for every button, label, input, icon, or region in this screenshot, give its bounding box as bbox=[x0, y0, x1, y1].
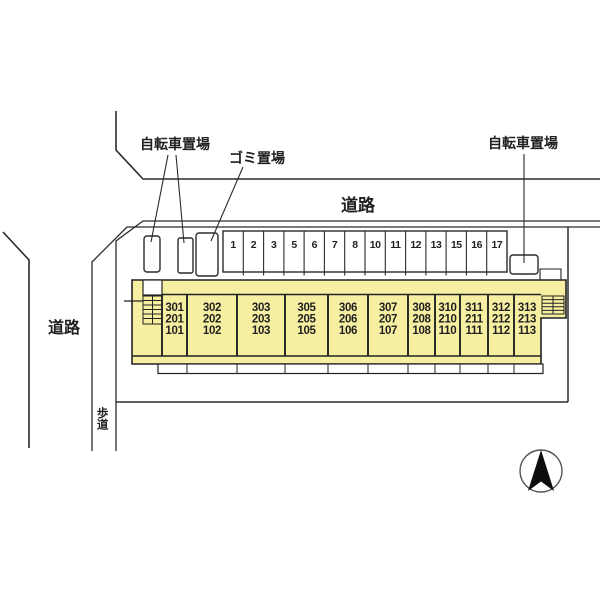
building: 301 201 101 302 202 102 303 203 103 305 … bbox=[124, 268, 567, 375]
room-column: 302 202 102 bbox=[203, 302, 222, 337]
room-label: 201 bbox=[165, 314, 184, 326]
bicycle-parking-label-left: 自転車置場 bbox=[140, 136, 210, 152]
leader-bicycle-left-2 bbox=[175, 154, 185, 244]
room-numbers: 301 201 101 302 202 102 303 203 103 305 … bbox=[165, 302, 536, 337]
room-label: 307 bbox=[379, 302, 397, 314]
room-label: 111 bbox=[465, 325, 483, 337]
stall-label: 16 bbox=[471, 239, 482, 251]
room-label: 302 bbox=[203, 302, 221, 314]
stairs-right-icon bbox=[541, 295, 565, 315]
room-label: 112 bbox=[492, 325, 510, 337]
room-column: 311 211 111 bbox=[465, 302, 484, 337]
room-label: 211 bbox=[465, 314, 484, 326]
room-label: 202 bbox=[203, 314, 221, 326]
room-label: 312 bbox=[492, 302, 510, 314]
sidewalk-right-line bbox=[115, 220, 600, 451]
room-label: 110 bbox=[439, 325, 457, 337]
road-label-left: 道路 bbox=[48, 318, 81, 337]
balcony-outline bbox=[157, 363, 544, 375]
room-column: 305 205 105 bbox=[297, 302, 316, 337]
room-column: 301 201 101 bbox=[165, 302, 184, 337]
stall-label: 8 bbox=[352, 239, 358, 251]
room-label: 113 bbox=[518, 325, 536, 337]
bicycle-parking-box-2 bbox=[177, 237, 194, 274]
room-label: 205 bbox=[297, 314, 316, 326]
stall-label: 11 bbox=[390, 239, 401, 251]
road-left-outer-boundary bbox=[2, 231, 30, 448]
leader-bicycle-left-1 bbox=[150, 154, 169, 243]
room-label: 305 bbox=[297, 302, 316, 314]
room-label: 306 bbox=[339, 302, 357, 314]
road-label-top: 道路 bbox=[341, 195, 376, 215]
room-label: 210 bbox=[438, 314, 456, 326]
stall-label: 5 bbox=[291, 239, 297, 251]
room-label: 203 bbox=[252, 314, 270, 326]
boundary-lines bbox=[2, 111, 600, 451]
room-label: 107 bbox=[379, 325, 397, 337]
building-entry-notch bbox=[142, 279, 163, 296]
building-outline bbox=[131, 279, 567, 365]
parking-area: 1 2 3 5 6 7 8 10 11 12 13 15 16 17 bbox=[222, 230, 508, 276]
stall-label: 15 bbox=[451, 239, 462, 251]
room-column: 308 208 108 bbox=[412, 302, 431, 337]
room-label: 207 bbox=[379, 314, 397, 326]
room-label: 208 bbox=[412, 314, 431, 326]
room-column: 312 212 112 bbox=[492, 302, 511, 337]
garbage-box bbox=[195, 232, 219, 277]
compass bbox=[519, 449, 563, 493]
right-connector-line bbox=[539, 268, 562, 280]
sidewalk-label: 歩道 bbox=[95, 407, 108, 430]
room-label: 102 bbox=[203, 325, 221, 337]
room-label: 206 bbox=[339, 314, 357, 326]
stall-label: 12 bbox=[410, 239, 421, 251]
stall-label: 13 bbox=[431, 239, 442, 251]
stall-label: 6 bbox=[312, 239, 318, 251]
parking-stall-numbers: 1 2 3 5 6 7 8 10 11 12 13 15 16 17 bbox=[230, 239, 503, 251]
room-label: 101 bbox=[165, 325, 184, 337]
room-label: 301 bbox=[165, 302, 184, 314]
room-label: 213 bbox=[518, 314, 536, 326]
leader-lines bbox=[150, 154, 525, 263]
stall-label: 10 bbox=[370, 239, 381, 251]
plan-labels: 自転車置場 ゴミ置場 自転車置場 道路 道路 歩道 bbox=[48, 135, 558, 430]
room-label: 212 bbox=[492, 314, 510, 326]
bicycle-parking-label-right: 自転車置場 bbox=[488, 135, 558, 151]
room-label: 310 bbox=[438, 302, 456, 314]
room-label: 303 bbox=[252, 302, 270, 314]
room-label: 103 bbox=[252, 325, 270, 337]
room-dividers bbox=[161, 294, 515, 356]
stall-label: 7 bbox=[332, 239, 338, 251]
room-column: 310 210 110 bbox=[438, 302, 457, 337]
garbage-area-label: ゴミ置場 bbox=[229, 150, 285, 166]
leader-garbage bbox=[210, 166, 244, 242]
balcony bbox=[157, 363, 544, 375]
stairs-left-icon bbox=[142, 295, 163, 325]
room-column: 306 206 106 bbox=[339, 302, 358, 337]
balcony-ticks bbox=[186, 364, 515, 374]
parking-dividers bbox=[242, 231, 488, 276]
road-top-boundary bbox=[115, 111, 600, 180]
room-label: 313 bbox=[518, 302, 536, 314]
room-label: 106 bbox=[339, 325, 357, 337]
room-column: 307 207 107 bbox=[379, 302, 398, 337]
sidewalk-left-line bbox=[91, 226, 600, 451]
room-label: 311 bbox=[465, 302, 484, 314]
room-label: 308 bbox=[412, 302, 431, 314]
room-label: 105 bbox=[297, 325, 316, 337]
sidewalk-label-wrap: 歩道 bbox=[95, 407, 108, 430]
stall-label: 17 bbox=[492, 239, 503, 251]
stall-label: 1 bbox=[230, 239, 236, 251]
room-column: 313 213 113 bbox=[518, 302, 537, 337]
north-arrow-icon bbox=[528, 450, 554, 491]
bicycle-parking-box-1 bbox=[143, 235, 161, 273]
stall-label: 2 bbox=[251, 239, 257, 251]
room-column: 303 203 103 bbox=[252, 302, 271, 337]
room-label: 108 bbox=[412, 325, 431, 337]
stall-label: 3 bbox=[271, 239, 277, 251]
